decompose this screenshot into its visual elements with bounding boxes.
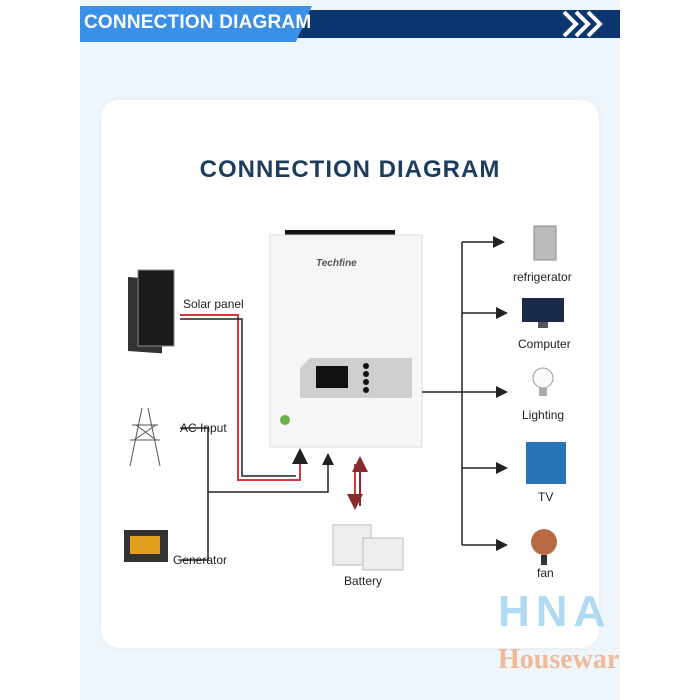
banner-title: CONNECTION DIAGRAM xyxy=(84,12,312,33)
battery-icon xyxy=(332,524,404,571)
label-solar-panel: Solar panel xyxy=(183,297,244,311)
refrigerator-icon xyxy=(533,225,557,261)
fan-icon xyxy=(531,529,557,565)
chevrons-icon xyxy=(562,10,603,38)
label-fan: fan xyxy=(537,566,554,580)
power-tower-icon xyxy=(129,407,161,467)
banner-tab xyxy=(80,6,312,42)
label-generator: Generator xyxy=(173,553,228,567)
watermark-logo: HNA xyxy=(498,587,612,636)
label-refrigerator: refrigerator xyxy=(513,270,572,284)
inverter-brand: Techfine xyxy=(316,258,357,269)
tv-icon xyxy=(526,442,566,484)
computer-icon xyxy=(522,298,564,328)
generator-icon xyxy=(124,530,168,562)
label-battery: Battery xyxy=(344,574,383,588)
label-ac-input: AC Input xyxy=(180,421,227,435)
solar-panel-icon xyxy=(128,269,175,354)
inverter-icon xyxy=(269,230,423,448)
bulb-icon xyxy=(532,367,554,396)
diagram-title: CONNECTION DIAGRAM xyxy=(199,156,501,183)
label-lighting: Lighting xyxy=(522,408,565,422)
watermark-text: Housewar xyxy=(498,644,620,675)
label-tv: TV xyxy=(538,490,554,504)
label-computer: Computer xyxy=(518,337,571,351)
